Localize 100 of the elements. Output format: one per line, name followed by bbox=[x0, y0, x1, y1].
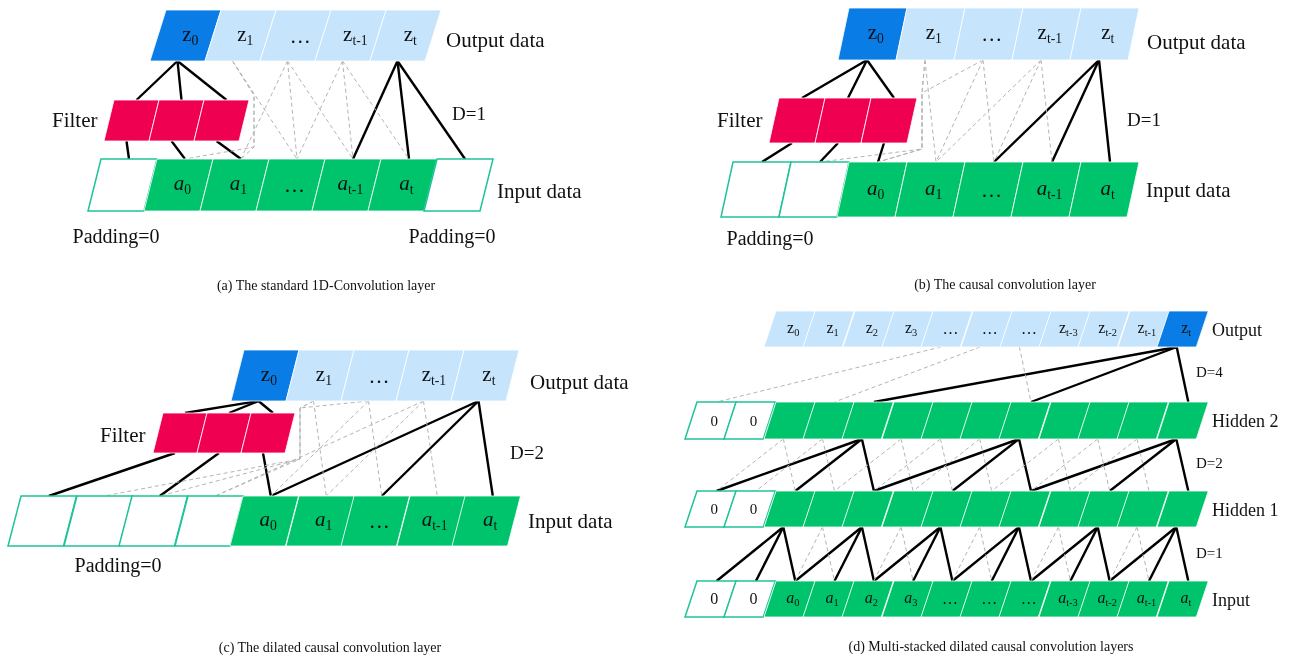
hidden-cell bbox=[1156, 491, 1208, 527]
input-cell: a$_{t}$ bbox=[452, 496, 521, 546]
dashed-connector bbox=[270, 400, 369, 497]
hidden-cell bbox=[1078, 491, 1130, 527]
padding-cell: 0 bbox=[685, 581, 737, 617]
connector-line bbox=[261, 452, 272, 497]
output-cell: z$_{1}$ bbox=[896, 8, 965, 60]
output-cell: z$_{t-1}$ bbox=[1117, 311, 1169, 347]
input-cell: a$_{t-2}$ bbox=[1078, 581, 1130, 617]
hidden-cell bbox=[920, 402, 973, 439]
hidden-cell bbox=[960, 491, 1012, 527]
input-cell: … bbox=[920, 581, 973, 617]
input-cell: a$_{1}$ bbox=[895, 162, 965, 217]
connector-line bbox=[477, 400, 494, 497]
dashed-connector bbox=[423, 400, 438, 497]
padding-cell bbox=[88, 159, 157, 211]
padding-cell: 0 bbox=[724, 581, 776, 617]
dashed-connector bbox=[1136, 438, 1150, 492]
connector-line bbox=[176, 60, 183, 101]
input-cell: … bbox=[999, 581, 1051, 617]
connector-line bbox=[754, 526, 785, 582]
input-cell: … bbox=[256, 159, 325, 211]
layer-label: Input bbox=[1212, 589, 1250, 611]
connector-line bbox=[1030, 526, 1099, 582]
input-cell: a$_{0}$ bbox=[837, 162, 907, 217]
dashed-connector bbox=[982, 59, 995, 163]
padding-cell bbox=[119, 496, 188, 546]
hidden-cell bbox=[1117, 491, 1169, 527]
dashed-connector bbox=[873, 438, 941, 492]
input-cell: a$_{t-1}$ bbox=[396, 496, 465, 546]
input-cell: a$_{t-1}$ bbox=[1011, 162, 1081, 217]
dashed-connector bbox=[991, 438, 1059, 492]
dashed-connector bbox=[240, 60, 288, 160]
padding-cell bbox=[721, 162, 791, 217]
layer-label: Output data bbox=[446, 27, 545, 53]
dashed-connector bbox=[782, 438, 796, 492]
hidden-cell bbox=[960, 402, 1012, 439]
output-cell: … bbox=[999, 311, 1052, 347]
input-cell: a$_{t}$ bbox=[1156, 581, 1208, 617]
padding-cell bbox=[8, 496, 77, 546]
layer-label: Input data bbox=[497, 178, 582, 204]
connector-line bbox=[833, 526, 863, 582]
input-cell: a$_{0}$ bbox=[144, 159, 213, 211]
dashed-connector bbox=[979, 438, 993, 492]
output-cell: z$_{0}$ bbox=[150, 10, 221, 61]
input-cell: a$_{t}$ bbox=[1069, 162, 1139, 217]
input-cell: a$_{1}$ bbox=[285, 496, 354, 546]
hidden-cell bbox=[999, 402, 1051, 439]
connector-line bbox=[1050, 59, 1101, 163]
connector-line bbox=[860, 526, 876, 582]
connector-line bbox=[993, 59, 1100, 163]
dilation-label: D=1 bbox=[1127, 109, 1161, 131]
hidden-cell bbox=[802, 402, 855, 439]
connector-line bbox=[1097, 59, 1112, 163]
connector-line bbox=[170, 140, 186, 160]
output-cell: z$_{0}$ bbox=[231, 350, 299, 401]
connector-line bbox=[1175, 346, 1190, 403]
input-cell: a$_{1}$ bbox=[802, 581, 855, 617]
dilation-label: D=1 bbox=[452, 103, 486, 125]
layer-label: Output bbox=[1212, 319, 1262, 341]
padding-label: Padding=0 bbox=[74, 553, 162, 577]
dashed-connector bbox=[1097, 438, 1111, 492]
dashed-connector bbox=[1057, 526, 1071, 582]
output-cell: z$_{t}$ bbox=[370, 10, 441, 61]
output-cell: … bbox=[341, 350, 409, 401]
connector-line bbox=[876, 142, 886, 163]
output-cell: z$_{t-3}$ bbox=[1039, 311, 1091, 347]
dashed-connector bbox=[716, 438, 784, 492]
padding-label: Padding=0 bbox=[72, 224, 160, 248]
output-cell: … bbox=[921, 311, 973, 347]
connector-line bbox=[215, 140, 242, 160]
layer-label: Input data bbox=[1146, 177, 1231, 203]
figure-caption: (a) The standard 1D-Convolution layer bbox=[216, 277, 436, 295]
output-cell: z$_{1}$ bbox=[205, 10, 276, 61]
input-cell: a$_{t-1}$ bbox=[1117, 581, 1169, 617]
filter-cell bbox=[815, 98, 871, 143]
padding-cell bbox=[63, 496, 132, 546]
output-cell: z$_{t-2}$ bbox=[1078, 311, 1130, 347]
connector-line bbox=[761, 142, 793, 163]
dashed-connector bbox=[900, 438, 914, 492]
connector-line bbox=[846, 59, 869, 99]
filter-cell bbox=[149, 100, 204, 141]
dashed-connector bbox=[939, 438, 953, 492]
dashed-connector bbox=[342, 60, 410, 160]
figure-caption: (c) The dilated causal convolution layer bbox=[218, 639, 442, 657]
connector-line bbox=[1017, 438, 1033, 492]
output-cell: z$_{t}$ bbox=[451, 350, 519, 401]
hidden-cell bbox=[1038, 402, 1090, 439]
hidden-cell bbox=[842, 402, 894, 439]
filter-label: Filter bbox=[52, 107, 98, 133]
dashed-connector bbox=[325, 400, 424, 497]
input-cell: a$_{3}$ bbox=[881, 581, 933, 617]
output-cell: z$_{t-1}$ bbox=[315, 10, 386, 61]
padding-cell bbox=[779, 162, 849, 217]
hidden-cell bbox=[763, 491, 815, 527]
connector-line bbox=[1175, 526, 1190, 582]
output-cell: z$_{2}$ bbox=[842, 311, 894, 347]
input-cell: a$_{0}$ bbox=[763, 581, 815, 617]
padding-cell: 0 bbox=[685, 491, 737, 527]
output-cell: z$_{0}$ bbox=[764, 311, 816, 347]
